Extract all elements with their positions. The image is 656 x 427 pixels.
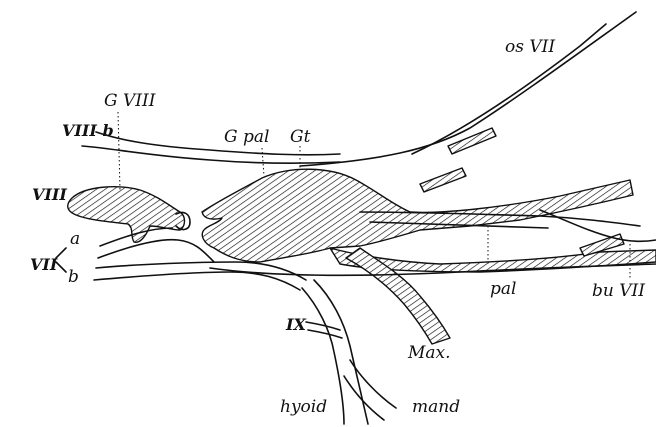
- label-gt: Gt: [290, 127, 311, 147]
- ganglion-viii: [68, 187, 185, 243]
- label-pal: pal: [490, 279, 516, 299]
- label-bu-vii: bu VII: [592, 281, 645, 301]
- label-ix: IX: [285, 315, 306, 334]
- label-max: Max.: [407, 343, 451, 363]
- label-hyoid: hyoid: [280, 397, 327, 417]
- mand-branch-edge: [344, 376, 384, 420]
- ganglion-palatinum: [202, 169, 633, 262]
- label-b: b: [68, 267, 79, 287]
- label-viii-b: VIII b: [62, 121, 114, 140]
- vii-a-nerve: [98, 240, 214, 262]
- vii-bracket: [56, 248, 66, 272]
- connector-mid: [420, 168, 466, 192]
- label-viii: VIII: [32, 185, 67, 204]
- label-mand: mand: [412, 397, 460, 417]
- vii-b-nerve: [94, 272, 300, 290]
- mand-branch: [350, 360, 396, 408]
- label-g-pal: G pal: [224, 127, 269, 147]
- label-vii: VII: [30, 255, 58, 274]
- ix-nerve: [306, 322, 340, 330]
- label-a: a: [70, 229, 80, 249]
- label-os-vii: os VII: [505, 37, 555, 57]
- label-g-viii: G VIII: [104, 91, 156, 111]
- pointer-g-pal: [262, 148, 264, 176]
- ix-nerve-edge: [308, 330, 342, 338]
